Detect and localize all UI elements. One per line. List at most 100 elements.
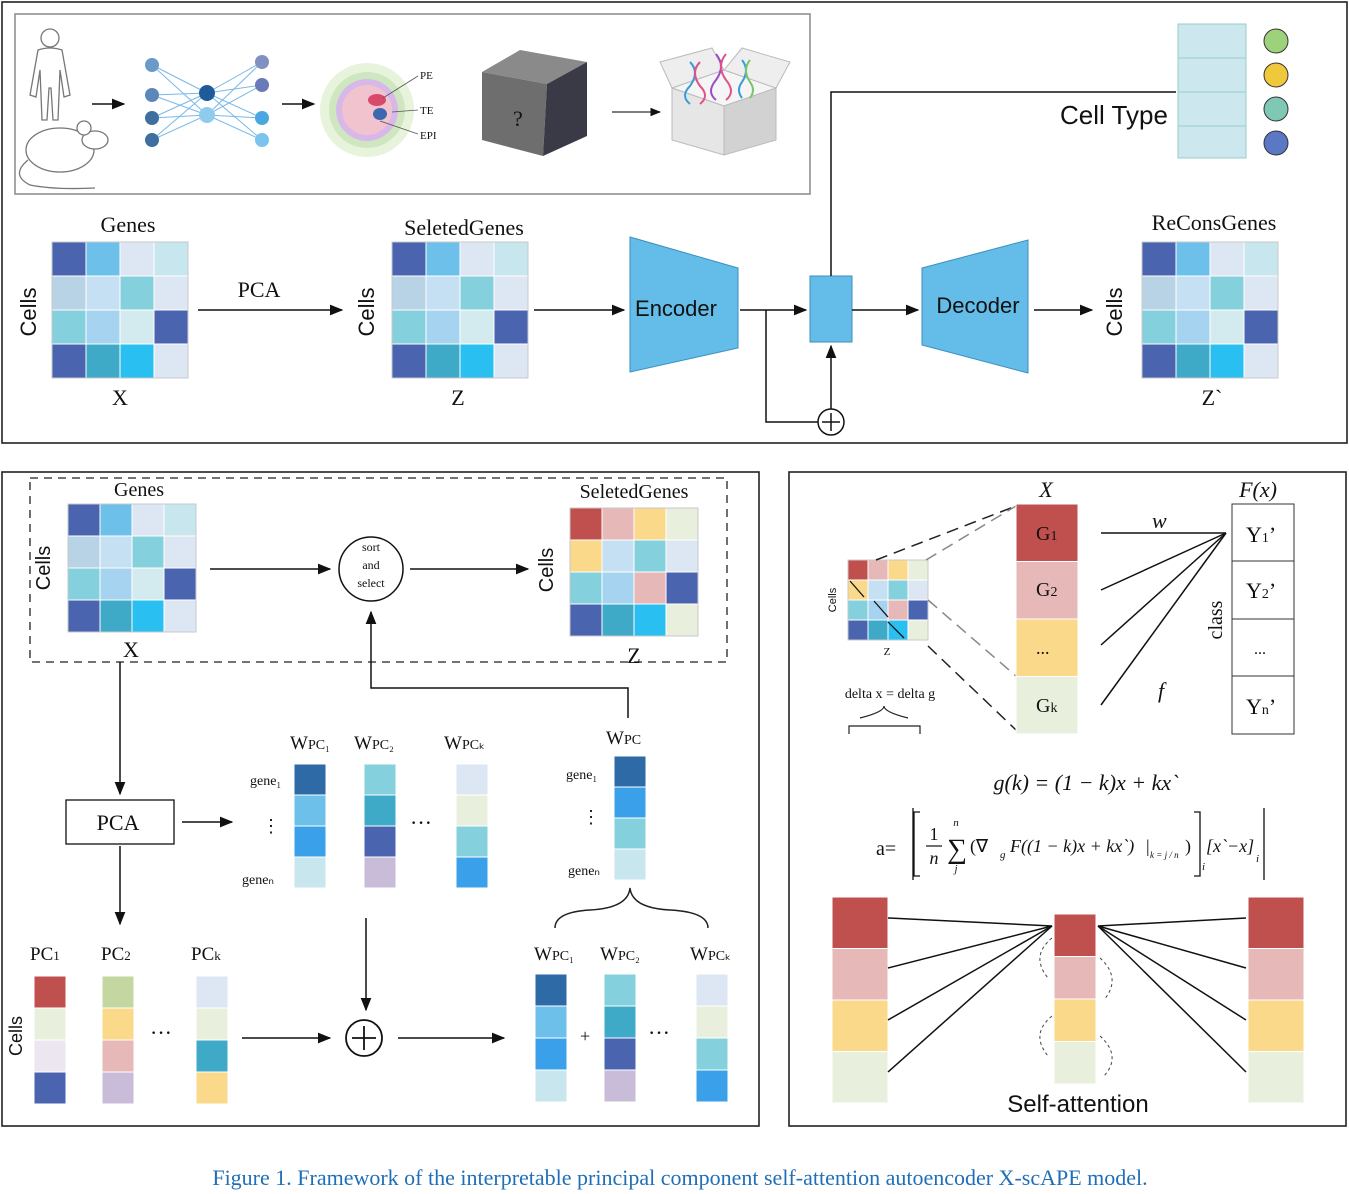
top-x-cell [153,309,189,345]
top-x-cell [85,309,121,345]
mini-cell [847,599,869,621]
res1-cell [534,1005,568,1039]
wpc2-cell [363,763,397,796]
pc1-cell [33,1007,67,1041]
top-zr-cell [1243,275,1279,311]
cell-type-dot [1263,28,1289,54]
mini-cell [867,599,889,621]
resk-cell [695,1037,729,1071]
top-x-cell [153,275,189,311]
svg-text:WPC₁: WPC₁ [290,733,330,754]
top-zr-cell [1141,343,1177,379]
bl-x-cell [131,567,165,601]
latent-node [809,275,853,343]
top-z-cell [459,275,495,311]
res2-cell [603,973,637,1007]
epi-label: EPI [420,130,437,142]
top-zr-cell [1141,275,1177,311]
z-label: Z [451,385,464,410]
mini-cell [847,619,869,641]
mini-cell [907,619,929,641]
svg-text:...: ... [1036,638,1050,658]
sa-mid-cell [1053,1041,1097,1085]
class-label: class [1205,600,1227,639]
bl-x-cell [163,503,197,537]
top-z-cell [459,309,495,345]
x-label: X [112,385,128,410]
bl-z-cell [633,507,667,541]
formula-a-g: g [1000,849,1006,861]
pc1-label: PC1 [30,944,60,965]
pc-ellipsis: ··· [150,1020,172,1045]
bl-selected-genes-matrix-z [569,507,699,637]
mini-diagonals [849,580,905,639]
top-z-cell [425,343,461,379]
pck-cell [195,1039,229,1073]
top-zr-cell [1243,343,1279,379]
top-x-cell [51,343,87,379]
top-z-cell [391,241,427,277]
sa-left-cell [831,999,889,1052]
question-mark: ? [513,106,523,131]
svg-text:G2: G2 [1036,579,1057,601]
wpc-single-cell [613,848,647,881]
mini-cell [887,599,909,621]
bl-genes-title: Genes [114,479,164,501]
encoder-label: Encoder [635,296,717,321]
svg-text:Gk: Gk [1036,695,1057,717]
res-wpc1-label: WPC₁ [534,944,574,965]
g-cell [1015,618,1079,677]
mini-cell [907,579,929,601]
res2-cell [603,1069,637,1103]
pc-cells-axis: Cells [6,1016,26,1056]
top-z-cell [391,309,427,345]
yn-label: Yn’ [1246,694,1276,719]
top-z-cell [493,275,529,311]
sa-left-cell [831,1051,889,1104]
sa-left-column [831,896,889,1104]
top-x-cell [119,343,155,379]
cell-type-dot [1263,62,1289,88]
svg-text:∑: ∑ [947,834,967,865]
gk-label: Gk [1036,695,1057,717]
self-attention-label: Self-attention [1007,1091,1148,1118]
bl-z-cell [633,603,667,637]
top-z-cell [459,241,495,277]
wpc-single-cell [613,755,647,788]
sa-right-cell [1247,948,1305,1001]
svg-text:WPC₂: WPC₂ [354,733,394,754]
mini-cell [907,559,929,581]
pc1-cell [33,1039,67,1073]
gene-first-label-2: gene₁ [566,768,597,783]
pck-cell [195,1007,229,1041]
embryo-icon: PE TE EPI [320,63,437,157]
pc2-label: PC2 [101,944,131,965]
zoom-line-top-black [875,505,1017,561]
svg-text:|: | [1146,836,1150,856]
g1-label: G1 [1036,523,1057,545]
wpc2-label: WPC₂ [354,733,394,754]
res1-cell [534,1037,568,1071]
cells-axis-x: Cells [16,288,41,337]
wpc1-cell [293,794,327,827]
y-dots-label: ... [1254,641,1266,658]
neural-network-icon [145,55,269,147]
top-x-cell [85,275,121,311]
pca-box [65,799,175,845]
sa-right-cell [1247,1051,1305,1104]
bl-x-cell [67,535,101,569]
bl-z-cell [633,571,667,605]
f-label: f [1158,678,1167,703]
svg-text:PCk: PCk [191,944,221,965]
formula-a: a= 1 n ∑ n j (∇ g F((1 − k)x + kx`) | k … [876,808,1265,880]
wpck-cell [455,856,489,889]
top-z-cell [391,275,427,311]
wpck-cell [455,825,489,858]
wpc1-cell [293,856,327,889]
bl-x-cell [99,503,133,537]
res2-cell [603,1005,637,1039]
frac-den: n [930,848,939,868]
gene-last-label-2: geneₙ [568,864,600,879]
bl-z-cell [665,539,699,573]
